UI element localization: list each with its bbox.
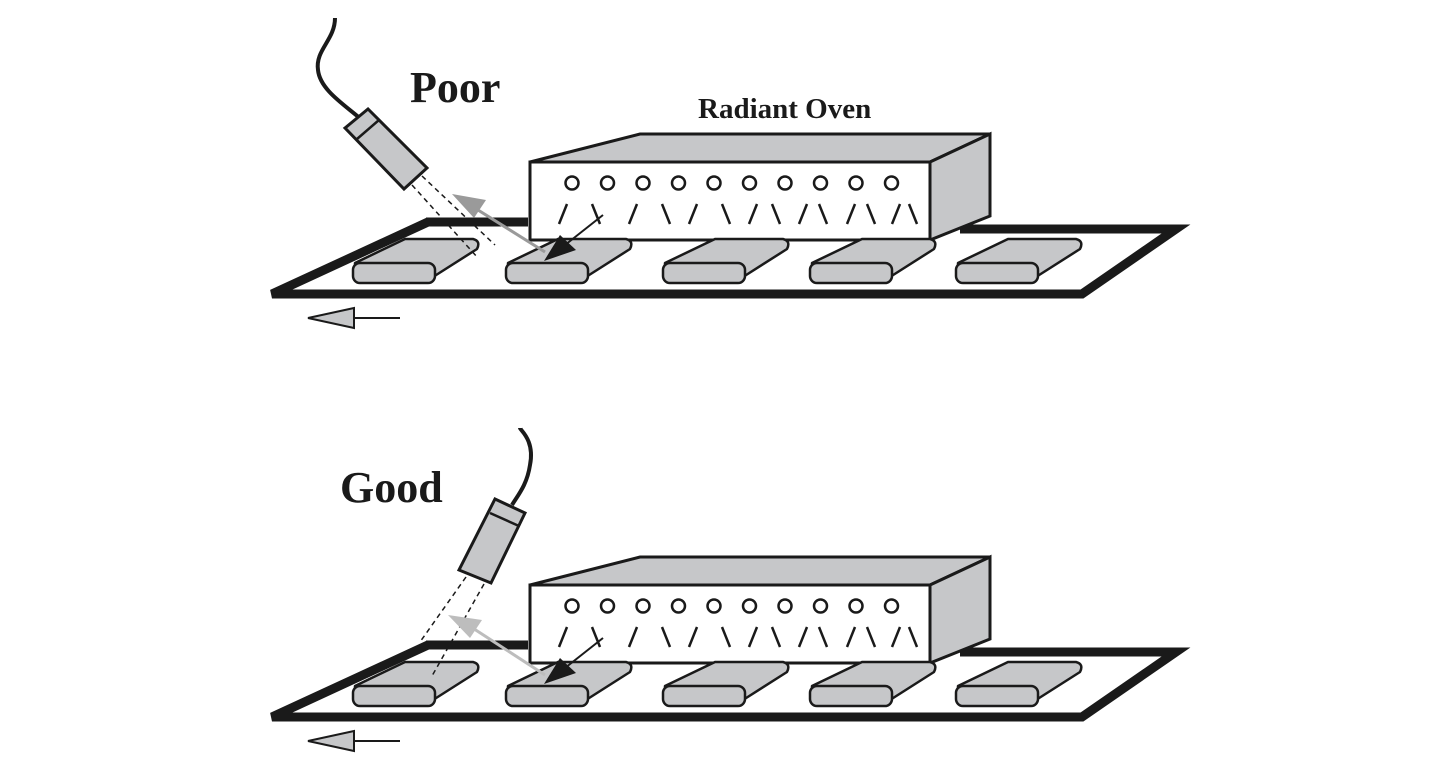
incident-arrow xyxy=(564,214,604,246)
heater-icon xyxy=(741,175,758,191)
reflection-arrow-head xyxy=(448,615,482,638)
panel-graphics xyxy=(270,427,1191,753)
pyrometer-body xyxy=(342,106,430,192)
part-front xyxy=(661,684,747,708)
oven-top xyxy=(529,555,991,587)
radiation-ray xyxy=(797,203,809,225)
heater-icon xyxy=(706,598,722,614)
radiation-ray xyxy=(845,203,857,225)
heater-icon xyxy=(670,175,687,191)
radiation-ray xyxy=(660,203,672,225)
heater-icon xyxy=(848,175,864,191)
radiation-ray xyxy=(890,626,902,648)
radiation-ray xyxy=(797,626,809,648)
oven-front xyxy=(528,583,932,665)
pyrometer-band xyxy=(356,119,380,140)
radiation-ray xyxy=(687,203,699,225)
heater-icon xyxy=(564,175,580,191)
heater-icon xyxy=(670,598,687,614)
heater-icon xyxy=(635,175,651,191)
part-front xyxy=(351,261,437,285)
radiation-ray xyxy=(557,626,569,648)
part-front xyxy=(808,261,894,285)
part-front xyxy=(954,261,1040,285)
radiation-ray xyxy=(747,203,759,225)
heater-icon xyxy=(883,598,900,614)
part-front xyxy=(504,261,590,285)
radiation-ray xyxy=(590,203,602,225)
panel-graphics xyxy=(270,17,1191,330)
part-front xyxy=(808,684,894,708)
pyrometer-cable xyxy=(315,17,364,122)
radiation-ray xyxy=(770,626,782,648)
heater-icon xyxy=(883,175,900,191)
incident-arrow xyxy=(564,637,604,669)
poor-label: Poor xyxy=(410,63,500,112)
radiation-ray xyxy=(747,626,759,648)
radiation-ray xyxy=(590,626,602,648)
sight-line xyxy=(419,576,467,643)
reflection-arrow-head xyxy=(452,194,486,218)
radiation-ray xyxy=(627,203,639,225)
radiation-ray xyxy=(890,203,902,225)
part-front xyxy=(351,684,437,708)
heater-icon xyxy=(599,598,616,614)
radiation-ray xyxy=(907,626,919,648)
heater-icon xyxy=(777,598,793,614)
heater-icon xyxy=(635,598,651,614)
radiation-ray xyxy=(907,203,919,225)
pyrometer-body xyxy=(456,497,528,585)
radiation-ray xyxy=(660,626,672,648)
radiation-ray xyxy=(817,626,829,648)
heater-icon xyxy=(706,175,722,191)
radiation-ray xyxy=(845,626,857,648)
incident-arrow-head xyxy=(544,235,576,261)
heater-icon xyxy=(812,175,829,191)
panel-poor: Poor Radiant Oven xyxy=(270,17,1191,330)
oven-front xyxy=(528,160,932,242)
radiation-ray xyxy=(865,626,877,648)
radiation-ray xyxy=(687,626,699,648)
radiation-ray xyxy=(720,203,732,225)
reflection-arrow xyxy=(467,623,546,677)
motion-arrow-head xyxy=(307,306,355,330)
part-front xyxy=(504,684,590,708)
panel-good: Good xyxy=(270,427,1191,753)
pyrometer-cable xyxy=(510,427,534,507)
heater-icon xyxy=(741,598,758,614)
oven-top xyxy=(529,132,991,164)
good-label: Good xyxy=(340,463,443,512)
motion-arrow-head xyxy=(307,729,355,753)
heater-icon xyxy=(599,175,616,191)
reflection-arrow xyxy=(469,203,546,254)
sight-line xyxy=(411,184,479,259)
radiation-ray xyxy=(770,203,782,225)
part-front xyxy=(661,261,747,285)
incident-arrow-head xyxy=(544,658,576,684)
radiation-ray xyxy=(627,626,639,648)
pyrometer-band xyxy=(489,511,520,528)
oven-label: Radiant Oven xyxy=(698,93,871,125)
heater-icon xyxy=(848,598,864,614)
sight-line xyxy=(421,175,496,246)
conveyor-belt xyxy=(270,640,1191,722)
conveyor-belt xyxy=(270,217,1191,299)
radiation-ray xyxy=(720,626,732,648)
radiation-ray xyxy=(817,203,829,225)
heater-icon xyxy=(777,175,793,191)
heater-icon xyxy=(564,598,580,614)
heater-icon xyxy=(812,598,829,614)
part-front xyxy=(954,684,1040,708)
radiation-ray xyxy=(865,203,877,225)
radiation-ray xyxy=(557,203,569,225)
